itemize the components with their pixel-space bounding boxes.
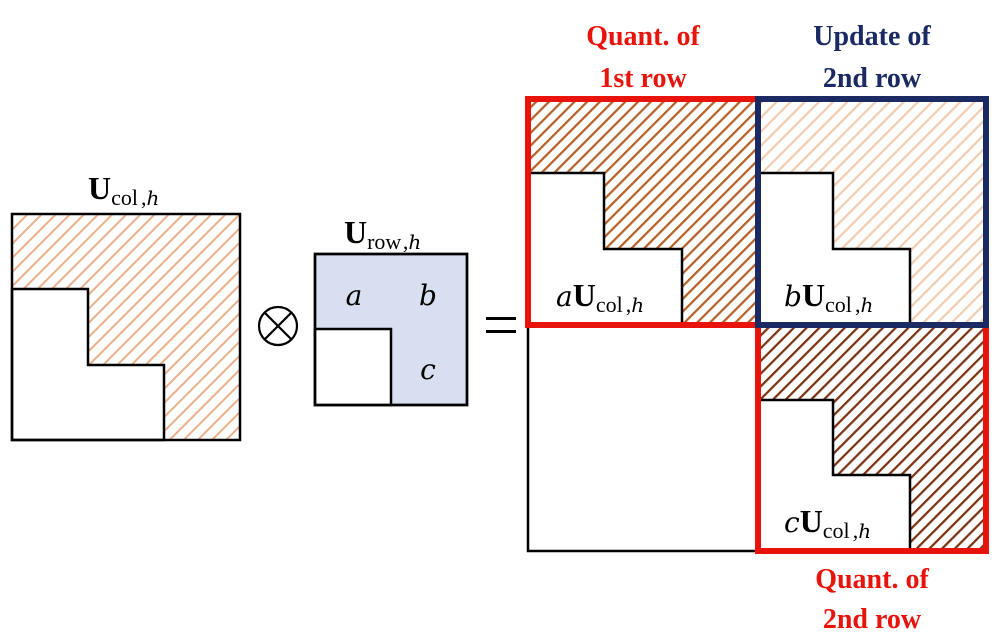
quant-first-row-caption-line2: 1st row [599, 63, 687, 94]
urow-matrix [313, 252, 469, 407]
quant-second-row-caption-line2: 2nd row [823, 604, 922, 635]
update-second-row-box [755, 96, 989, 328]
urow-entry-a: a [346, 279, 363, 312]
block-b-label: bUcol,h [784, 277, 873, 317]
ucol-matrix [10, 212, 242, 442]
block-c-label: cUcol,h [784, 503, 871, 543]
ucol-label: Ucol,h [88, 170, 159, 210]
equals-icon [486, 317, 516, 333]
block-c [756, 325, 986, 553]
urow-entry-c: c [420, 353, 436, 386]
urow-entry-b: b [419, 279, 437, 312]
quant-second-row-caption-line1: Quant. of [815, 564, 929, 595]
block-a-label: aUcol,h [556, 277, 644, 317]
update-second-row-caption-line1: Update of [813, 21, 931, 52]
update-second-row-caption-line2: 2nd row [823, 63, 922, 94]
result-matrix [525, 96, 989, 554]
urow-label: Urow,h [344, 214, 421, 254]
quant-first-row-caption-line1: Quant. of [586, 21, 700, 52]
block-b [756, 99, 986, 327]
kronecker-icon [257, 305, 299, 347]
